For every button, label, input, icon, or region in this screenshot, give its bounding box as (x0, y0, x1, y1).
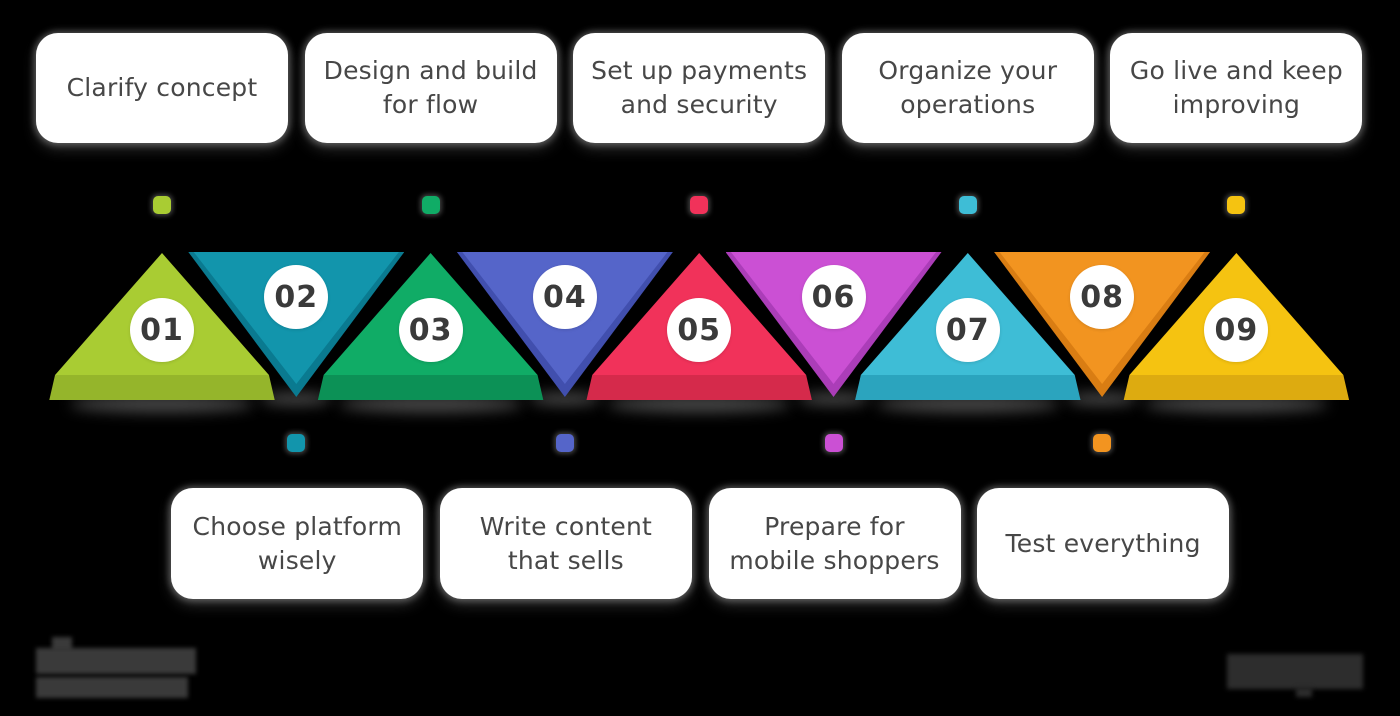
step-card-07: Organize your operations (841, 33, 1094, 143)
step-card-03: Design and build for flow (304, 33, 557, 143)
step-number: 05 (677, 312, 722, 348)
step-connector-dot-03 (421, 196, 440, 214)
step-number: 09 (1214, 312, 1259, 348)
step-triangle-05: 05 (584, 253, 814, 400)
step-connector-dot-02 (287, 434, 306, 452)
triangle-shadow (528, 393, 601, 405)
step-card-label: Write content that sells (479, 511, 653, 575)
triangle-base-3d (1123, 375, 1350, 400)
triangle-shadow (1144, 396, 1329, 412)
watermark-glyph (36, 648, 196, 674)
step-card-09: Go live and keep improving (1110, 33, 1363, 143)
step-connector-dot-01 (153, 196, 171, 214)
triangle-base-3d (586, 375, 812, 400)
step-card-label: Clarify concept (66, 73, 258, 102)
triangle-shadow (607, 396, 792, 412)
step-card-label: Choose platform wisely (192, 511, 403, 575)
step-connector-dot-04 (555, 434, 574, 452)
step-number-badge-08: 08 (1070, 265, 1135, 329)
step-triangle-07: 07 (853, 253, 1083, 400)
step-card-06: Prepare for mobile shoppers (708, 488, 961, 599)
triangle-base-3d (855, 375, 1081, 400)
step-number: 01 (140, 312, 184, 348)
triangle-shadow (338, 396, 523, 412)
step-number-badge-09: 09 (1204, 298, 1269, 362)
step-number: 03 (408, 312, 453, 348)
step-number: 08 (1080, 279, 1124, 315)
step-connector-dot-06 (824, 434, 843, 452)
step-card-label: Go live and keep improving (1129, 56, 1343, 119)
step-card-label: Design and build for flow (323, 56, 538, 119)
triangle-base-3d (317, 375, 544, 400)
step-triangle-09: 09 (1121, 253, 1351, 400)
step-number-badge-07: 07 (935, 298, 1000, 362)
step-connector-dot-08 (1093, 434, 1112, 452)
step-card-08: Test everything (977, 488, 1230, 599)
triangle-shadow (797, 393, 870, 405)
watermark-glyph (1227, 654, 1363, 689)
step-card-01: Clarify concept (36, 33, 288, 143)
step-number: 02 (274, 279, 319, 315)
step-connector-dot-07 (958, 196, 977, 214)
step-number: 06 (811, 279, 856, 315)
step-triangle-01: 01 (47, 253, 277, 400)
triangle-shadow (1066, 393, 1139, 405)
step-card-label: Test everything (1005, 528, 1201, 558)
step-card-label: Prepare for mobile shoppers (729, 511, 940, 575)
step-connector-dot-09 (1227, 196, 1246, 214)
step-number: 04 (543, 279, 587, 315)
step-number-badge-04: 04 (532, 265, 597, 329)
step-number-badge-02: 02 (264, 265, 329, 329)
triangle-shadow (70, 396, 254, 412)
step-number: 07 (945, 312, 990, 348)
step-number-badge-06: 06 (801, 265, 866, 329)
step-number-badge-05: 05 (667, 298, 732, 362)
step-card-05: Set up payments and security (573, 33, 826, 143)
step-number-badge-03: 03 (398, 298, 463, 362)
triangle-shadow (875, 396, 1060, 412)
step-connector-dot-05 (690, 196, 709, 214)
step-card-label: Set up payments and security (591, 56, 808, 119)
step-number-badge-01: 01 (130, 298, 194, 362)
triangle-base-3d (49, 375, 275, 400)
watermark-glyph (36, 677, 188, 698)
step-card-04: Write content that sells (439, 488, 692, 599)
step-card-02: Choose platform wisely (171, 488, 424, 599)
step-card-label: Organize your operations (878, 56, 1058, 119)
watermark-glyph (1296, 688, 1312, 697)
watermark-glyph (52, 637, 72, 651)
step-triangle-03: 03 (316, 253, 546, 400)
triangle-shadow (260, 393, 333, 405)
